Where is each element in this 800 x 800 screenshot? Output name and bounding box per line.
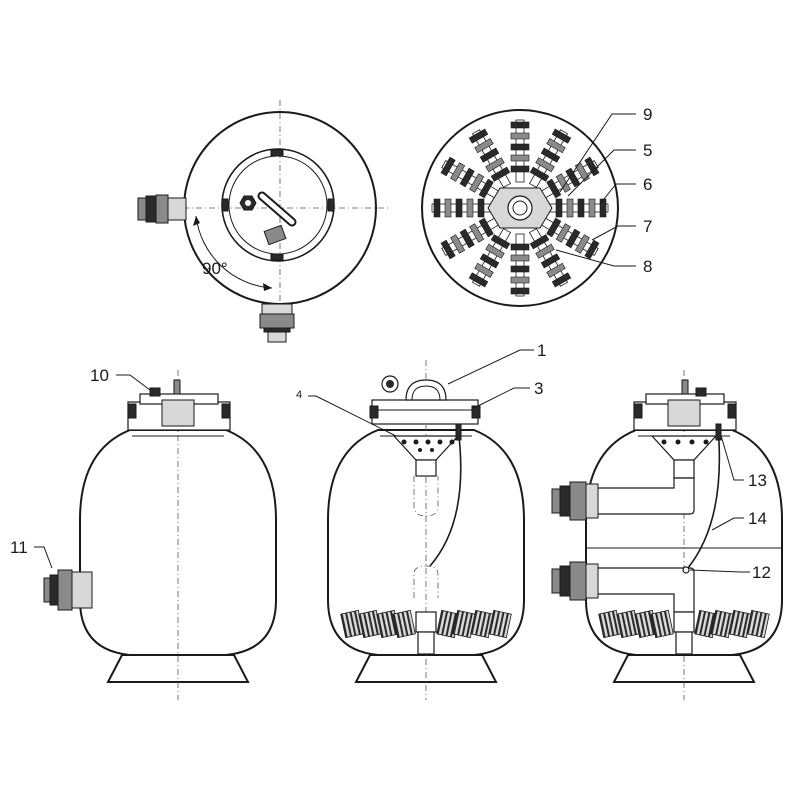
- side-view-right: 13 14 12: [551, 370, 783, 700]
- lateral-tube: [392, 609, 416, 639]
- lateral-tube: [452, 609, 476, 639]
- callout-9: 9: [643, 105, 652, 124]
- lateral-tube: [728, 609, 752, 639]
- lateral-arm: [528, 227, 572, 288]
- callout-13: 13: [748, 471, 767, 490]
- lateral-tube: [634, 609, 658, 639]
- side-port-11: [43, 569, 93, 611]
- lateral-arm: [431, 198, 495, 218]
- callout-12: 12: [752, 563, 771, 582]
- callout-10: 10: [90, 366, 109, 385]
- callout-8: 8: [643, 257, 652, 276]
- lateral-top-view: 9 5 6 7 8: [421, 105, 652, 307]
- callout-14: 14: [748, 509, 767, 528]
- lateral-tube: [710, 609, 734, 639]
- callout-1: 1: [537, 341, 546, 360]
- callout-5: 5: [643, 141, 652, 160]
- lateral-arm: [510, 119, 530, 183]
- lateral-arm: [545, 198, 609, 218]
- lateral-tube: [616, 609, 640, 639]
- lid-handle: [257, 191, 297, 227]
- callout-3: 3: [534, 379, 543, 398]
- callout-6: 6: [643, 175, 652, 194]
- lateral-arm: [539, 216, 600, 260]
- lateral-arm: [539, 156, 600, 200]
- lateral-tube: [650, 609, 674, 639]
- callout-11: 11: [10, 538, 28, 557]
- lateral-arm: [468, 128, 512, 189]
- lateral-arm: [440, 216, 501, 260]
- bottom-port-top-view: [259, 303, 295, 343]
- side-view-left: 10 11: [10, 366, 277, 700]
- lateral-tube: [340, 609, 364, 639]
- laterals-side-right: [598, 609, 770, 639]
- lateral-tube: [598, 609, 622, 639]
- lateral-tube: [358, 609, 382, 639]
- top-view: 90°: [137, 100, 390, 343]
- lateral-arm: [528, 128, 572, 189]
- lateral-tube: [488, 609, 512, 639]
- side-port-top-view: [137, 194, 187, 224]
- lateral-arm: [510, 233, 530, 297]
- upper-pipe: [595, 477, 695, 515]
- lateral-tube: [746, 609, 770, 639]
- angle-arc: [195, 215, 273, 289]
- air-relief-tube: [429, 427, 462, 567]
- callout-7: 7: [643, 217, 652, 236]
- air-relief-tube-right: [687, 427, 721, 569]
- lateral-arm: [468, 227, 512, 288]
- angle-label: 90°: [202, 259, 228, 278]
- lateral-arms: [431, 119, 609, 297]
- laterals-side-centre: [340, 609, 512, 639]
- lid-handle-side: [405, 379, 447, 401]
- callout-4: 4: [296, 389, 302, 401]
- side-view-centre: 1 3 4: [296, 341, 546, 700]
- lateral-tube: [470, 609, 494, 639]
